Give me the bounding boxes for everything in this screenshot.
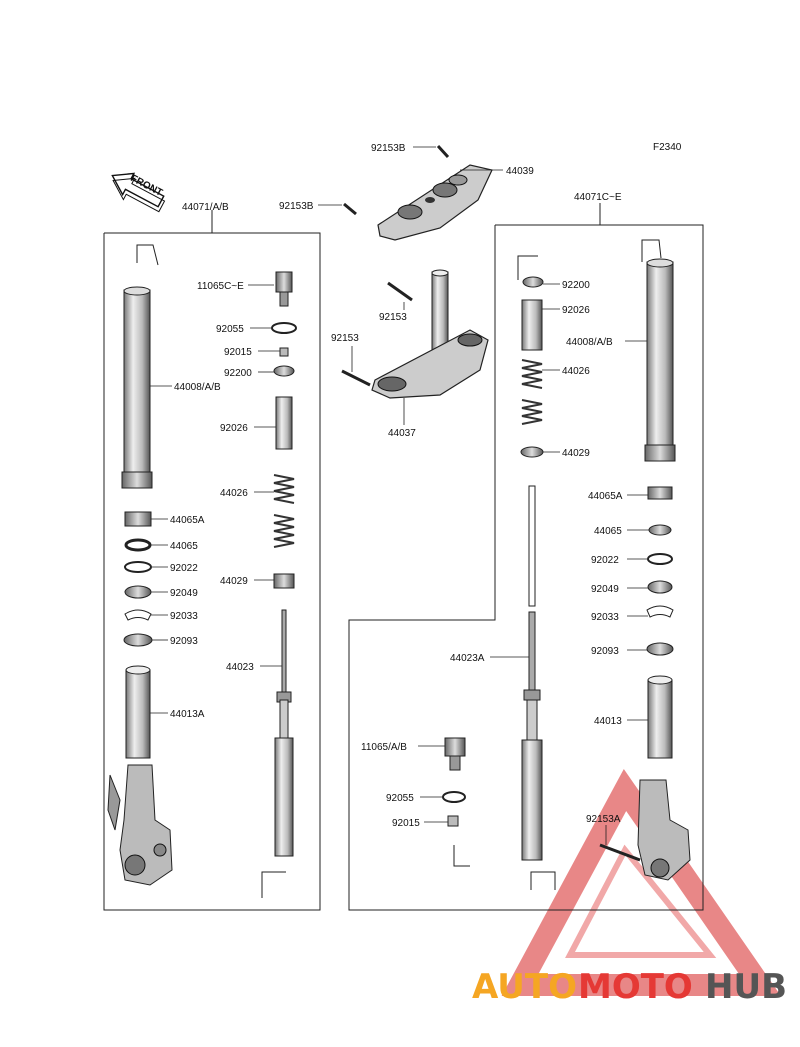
part-label: 92055 [216, 324, 244, 335]
part-label: 92153A [586, 814, 621, 825]
part-label: 92093 [170, 636, 198, 647]
part-label: 92093 [591, 646, 619, 657]
part-label: 92015 [392, 818, 420, 829]
right-adjuster-parts [442, 737, 470, 867]
part-label: 92153B [279, 201, 314, 212]
part-label: 92015 [224, 347, 252, 358]
part-label: 44029 [220, 576, 248, 587]
right-assembly-label: 44071C~E [574, 192, 622, 203]
left-cartridge-parts [271, 271, 297, 450]
part-label: 44065A [588, 491, 623, 502]
part-label: 92049 [170, 588, 198, 599]
part-label: 44026 [562, 366, 590, 377]
left-outer-tube [121, 244, 159, 489]
watermark-triangle [501, 768, 781, 996]
left-assembly-label: 44071/A/B [182, 202, 229, 213]
part-label: 11065/A/B [361, 742, 407, 753]
leader-lines [150, 146, 649, 845]
left-inner-tube [125, 665, 151, 759]
steering-stem-clamp [341, 269, 489, 399]
part-label: 11065C~E [197, 281, 244, 292]
part-label: 92153 [331, 333, 359, 344]
watermark-logo: AUTO MOTO HUB [472, 967, 787, 1007]
part-label: 44008/A/B [566, 337, 613, 348]
upper-fork-bracket [377, 164, 493, 241]
part-label: 92200 [224, 368, 252, 379]
part-label: 44026 [220, 488, 248, 499]
part-label: 44013A [170, 709, 205, 720]
watermark-text-hub: HUB [705, 967, 787, 1007]
left-damper-rod [274, 609, 294, 857]
right-damper-rod [521, 485, 543, 861]
bolt-icon [343, 144, 450, 216]
part-label: 44039 [506, 166, 534, 177]
part-label: 44065A [170, 515, 205, 526]
part-label: 92055 [386, 793, 414, 804]
diagram-code: F2340 [653, 142, 682, 153]
right-axle-bracket [599, 779, 691, 881]
part-label: 44008/A/B [174, 382, 221, 393]
part-label: 92026 [562, 305, 590, 316]
part-label: 92033 [170, 611, 198, 622]
part-label: 44013 [594, 716, 622, 727]
part-labels: F2340 44071/A/B 44071C~E 92153B 44039 92… [170, 142, 682, 829]
left-group-frame [103, 232, 321, 911]
part-label: 44029 [562, 448, 590, 459]
part-label: 92026 [220, 423, 248, 434]
watermark-text-moto: MOTO [578, 967, 693, 1007]
right-small-parts [646, 486, 674, 656]
part-label: 92200 [562, 280, 590, 291]
part-label: 92022 [591, 555, 619, 566]
left-small-parts [123, 511, 153, 647]
part-label: 92153B [371, 143, 406, 154]
right-outer-tube [641, 239, 676, 462]
part-label: 44023A [450, 653, 485, 664]
right-cartridge-parts [517, 255, 544, 351]
part-label: 44065 [594, 526, 622, 537]
part-label: 44023 [226, 662, 254, 673]
part-label: 92049 [591, 584, 619, 595]
part-label: 92022 [170, 563, 198, 574]
part-label: 92033 [591, 612, 619, 623]
left-axle-bracket [107, 764, 173, 886]
front-arrow-icon [111, 172, 166, 213]
part-label: 44037 [388, 428, 416, 439]
part-label: 44065 [170, 541, 198, 552]
part-label: 92153 [379, 312, 407, 323]
right-inner-tube [647, 675, 673, 759]
watermark-text-auto: AUTO [472, 967, 577, 1007]
right-fork-spring [521, 359, 543, 425]
right-group-frame [348, 224, 704, 911]
left-fork-spring [273, 474, 295, 548]
